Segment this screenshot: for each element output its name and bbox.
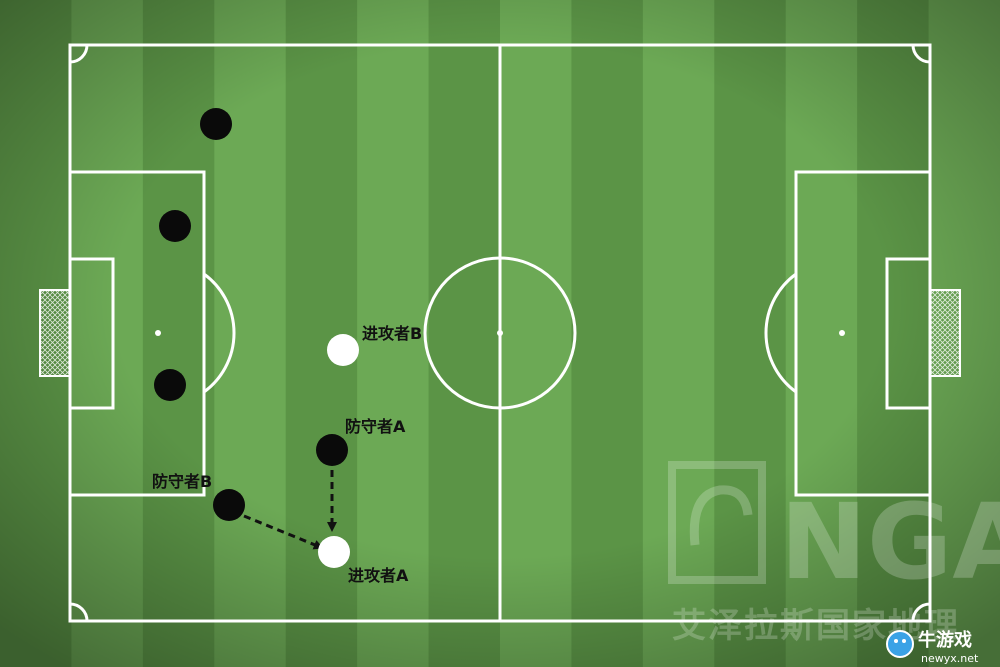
site-logo: 牛游戏 newyx.net: [886, 629, 979, 665]
player-labels: 进攻者B 防守者A 防守者B 进攻者A: [152, 324, 422, 585]
defender-marker-3: [154, 369, 186, 401]
players: [154, 108, 359, 568]
right-penalty-spot: [839, 330, 845, 336]
nga-logo-text: NGA: [780, 481, 1000, 603]
label-attacker-a: 进攻者A: [348, 566, 409, 585]
site-logo-name: 牛游戏: [918, 629, 972, 651]
defender-a-marker: [316, 434, 348, 466]
corner-arc-top-left: [69, 44, 89, 64]
center-spot: [497, 330, 503, 336]
right-penalty-arc: [764, 272, 797, 394]
label-defender-a: 防守者A: [345, 417, 406, 436]
right-goal: [929, 289, 961, 377]
defender-marker-2: [159, 210, 191, 242]
center-circle: [423, 256, 577, 410]
left-penalty-spot: [155, 330, 161, 336]
attacker-b-marker: [327, 334, 359, 366]
corner-arc-bottom-left: [69, 602, 89, 622]
label-defender-b: 防守者B: [152, 472, 212, 491]
nga-subtitle: 艾泽拉斯国家地理: [672, 606, 960, 646]
corner-arc-top-right: [911, 44, 931, 64]
attacker-a-marker: [318, 536, 350, 568]
defender-marker-1: [200, 108, 232, 140]
movement-arrows: [243, 470, 337, 550]
defender-b-marker: [213, 489, 245, 521]
corner-arc-bottom-right: [911, 602, 931, 622]
arrow-defender-b-to-attacker-a: [243, 514, 324, 550]
nga-logo-paw-icon: [689, 485, 753, 546]
left-penalty-arc: [203, 272, 236, 394]
site-logo-icon: [886, 630, 914, 658]
left-goal: [39, 289, 71, 377]
site-logo-url: newyx.net: [921, 652, 979, 665]
label-attacker-b: 进攻者B: [362, 324, 422, 343]
nga-logo-emblem: [668, 461, 766, 584]
